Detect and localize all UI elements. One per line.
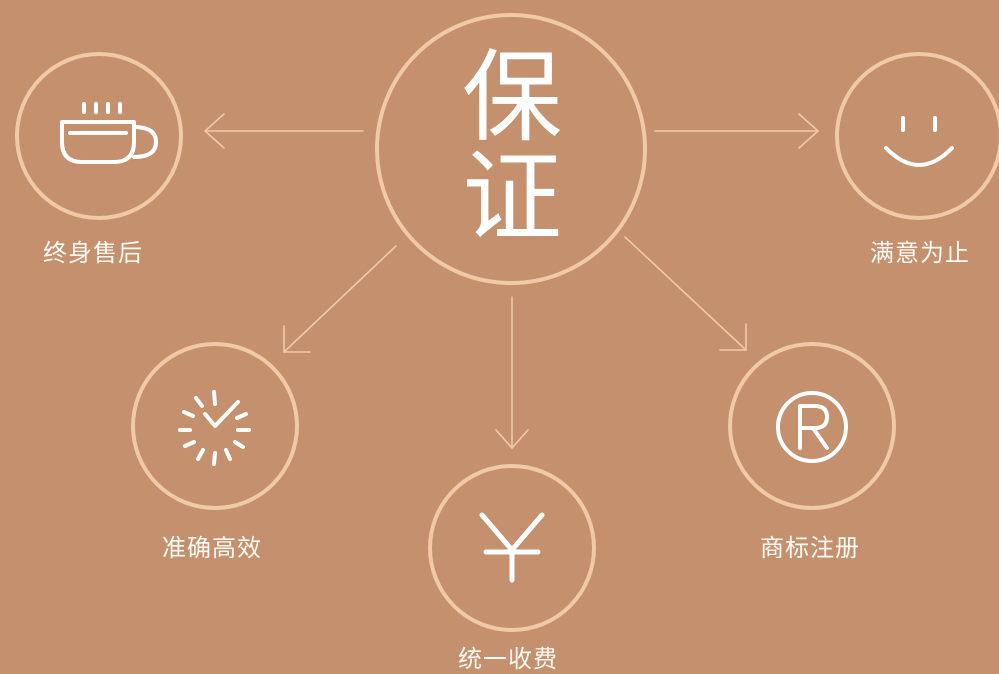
- fee-ring: [428, 464, 596, 632]
- arrow-to-fee: [495, 296, 529, 449]
- label-fee: 统一收费: [458, 645, 558, 673]
- arrow-to-lifetime: [204, 113, 364, 149]
- accurate-ring: [131, 342, 299, 510]
- clock-burst-icon: [178, 390, 251, 466]
- registered-trademark-icon: [776, 391, 848, 463]
- yen-icon: [479, 512, 545, 583]
- center-title-line-2: 证: [462, 139, 562, 256]
- label-satisfaction: 满意为止: [870, 239, 970, 267]
- label-trademark: 商标注册: [760, 534, 860, 562]
- arrow-to-accurate: [283, 245, 397, 353]
- label-accurate: 准确高效: [162, 534, 262, 562]
- center-ring: [375, 13, 647, 285]
- arrow-to-trademark: [624, 236, 747, 351]
- lifetime-ring: [15, 52, 183, 220]
- trademark-ring: [728, 342, 896, 510]
- arrow-to-satisfaction: [654, 113, 819, 149]
- coffee-cup-icon: [60, 102, 158, 164]
- label-lifetime: 终身售后: [43, 239, 143, 267]
- smiley-face-icon: [884, 116, 954, 167]
- satisfaction-ring: [835, 52, 999, 220]
- center-title-line-1: 保: [462, 39, 562, 156]
